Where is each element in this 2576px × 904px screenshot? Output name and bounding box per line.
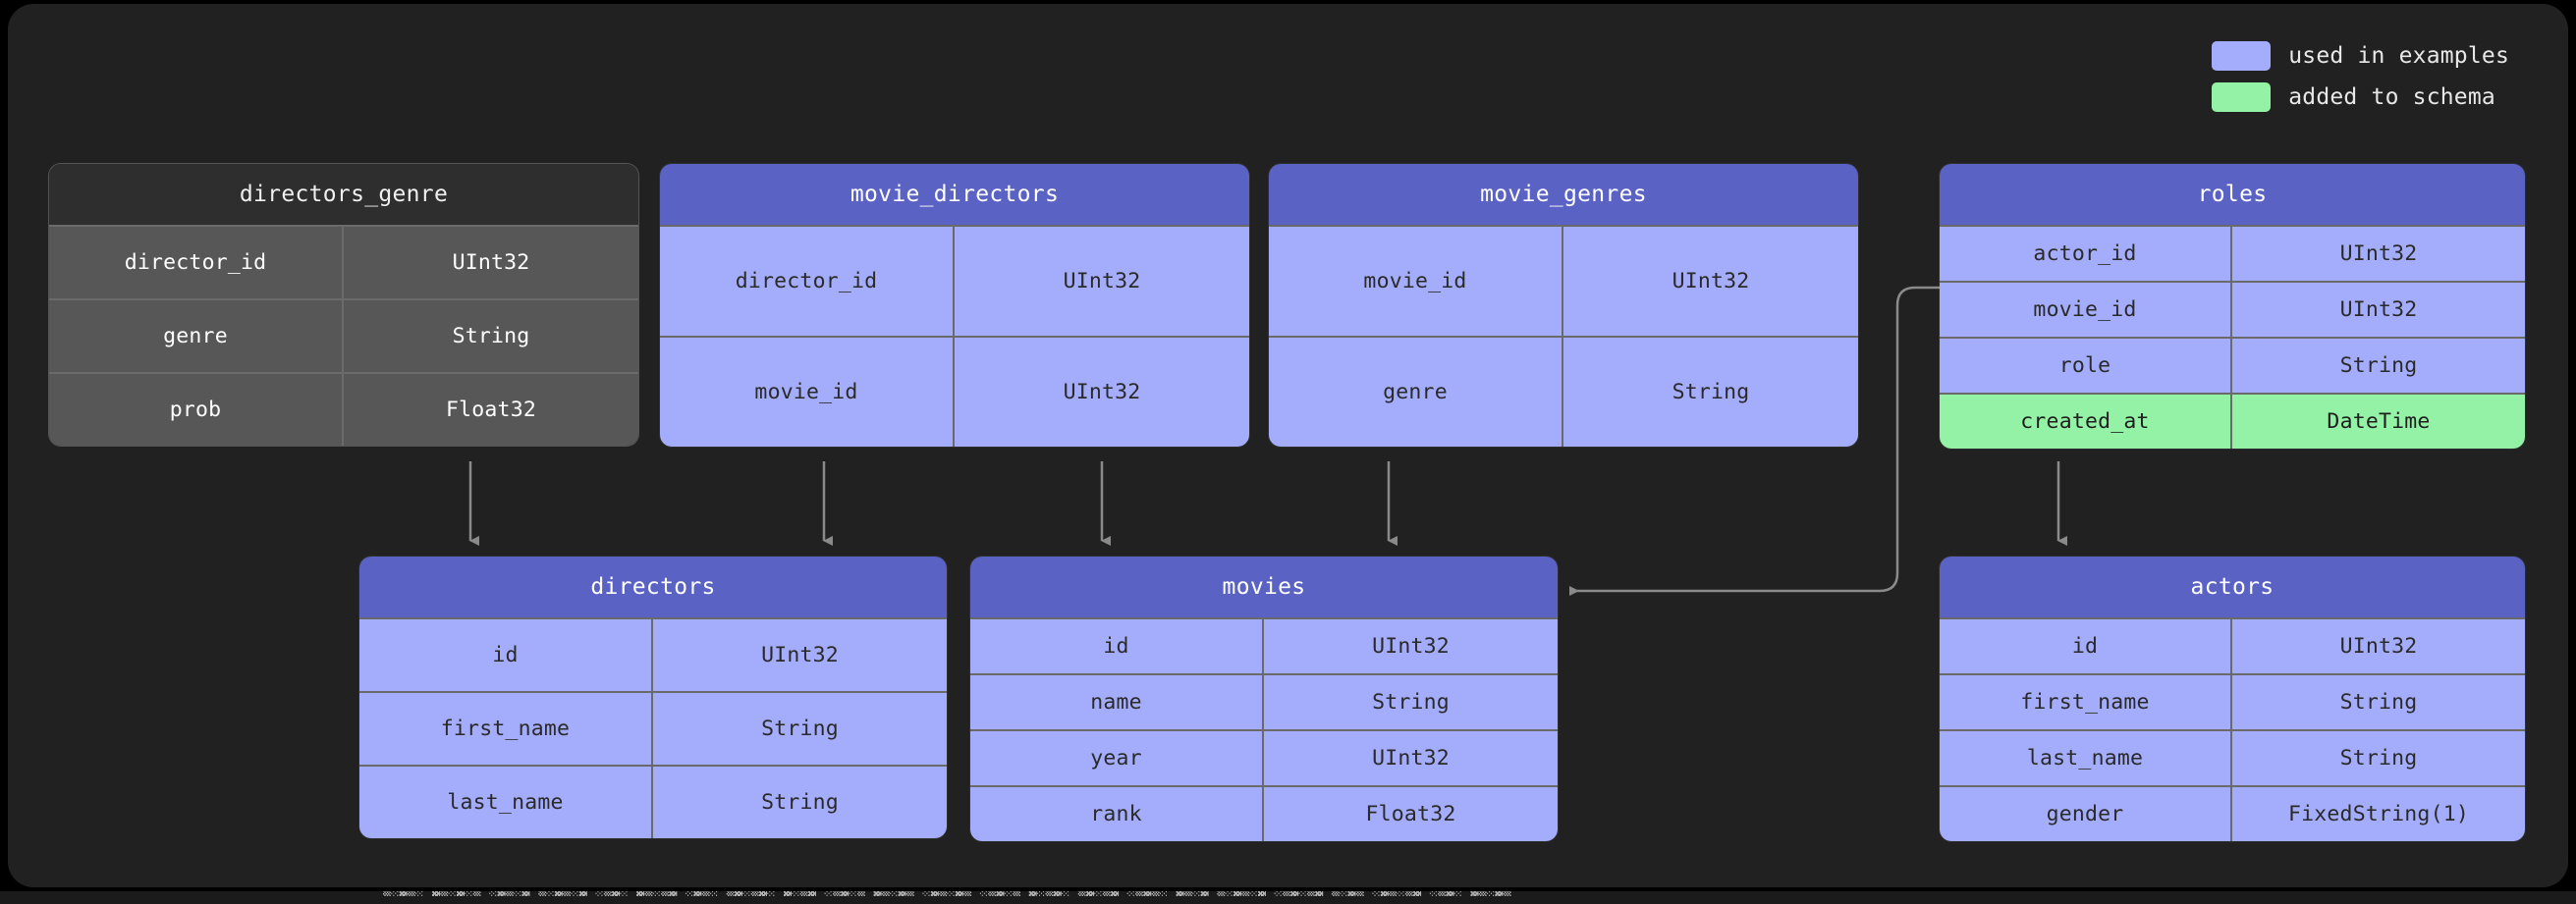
table-row[interactable]: id UInt32: [359, 617, 947, 691]
table-row[interactable]: movie_id UInt32: [660, 336, 1249, 447]
table-row[interactable]: name String: [970, 673, 1558, 729]
table-row[interactable]: genre String: [1269, 336, 1858, 447]
table-title-movies: movies: [970, 557, 1558, 617]
table-directors_genre[interactable]: directors_genre director_id UInt32 genre…: [49, 164, 638, 446]
column-type: UInt32: [761, 643, 839, 667]
table-row[interactable]: genre String: [49, 298, 638, 372]
column-type: String: [761, 717, 839, 741]
table-row[interactable]: movie_id UInt32: [1269, 225, 1858, 336]
legend-swatch-green: [2212, 82, 2272, 112]
diagram-panel: used in examples added to schema directo…: [8, 4, 2568, 887]
table-row[interactable]: last_name String: [1940, 729, 2525, 785]
table-row[interactable]: id UInt32: [970, 617, 1558, 673]
table-directors[interactable]: directors id UInt32 first_name String la…: [359, 557, 947, 838]
table-row[interactable]: role String: [1940, 337, 2525, 393]
table-title-actors: actors: [1940, 557, 2525, 617]
table-row[interactable]: director_id UInt32: [660, 225, 1249, 336]
column-name: movie_id: [660, 338, 955, 447]
column-type: String: [2339, 690, 2418, 715]
column-type: String: [2339, 746, 2418, 771]
column-name: director_id: [49, 227, 344, 298]
table-row[interactable]: first_name String: [359, 691, 947, 765]
table-row[interactable]: first_name String: [1940, 673, 2525, 729]
table-actors[interactable]: actors id UInt32 first_name String last_…: [1940, 557, 2525, 841]
legend-row-used-in-examples: used in examples: [2212, 41, 2509, 71]
column-type: UInt32: [1672, 269, 1750, 293]
column-name: rank: [970, 787, 1264, 841]
legend-swatch-blue: [2212, 41, 2272, 71]
column-name: movie_id: [1940, 283, 2232, 337]
column-type: DateTime: [2327, 409, 2431, 434]
column-name: prob: [49, 374, 344, 446]
column-name: id: [359, 619, 653, 691]
column-type: FixedString(1): [2287, 802, 2470, 826]
column-name: movie_id: [1269, 227, 1563, 336]
legend: used in examples added to schema: [2212, 41, 2509, 112]
column-type: UInt32: [1063, 380, 1141, 404]
column-name: first_name: [1940, 675, 2232, 729]
table-row[interactable]: director_id UInt32: [49, 225, 638, 298]
table-title-movie_directors: movie_directors: [660, 164, 1249, 225]
column-name: first_name: [359, 693, 653, 765]
column-type: UInt32: [1372, 746, 1450, 771]
column-type: String: [761, 790, 839, 815]
table-row[interactable]: year UInt32: [970, 729, 1558, 785]
column-name: name: [970, 675, 1264, 729]
table-row[interactable]: id UInt32: [1940, 617, 2525, 673]
table-title-roles: roles: [1940, 164, 2525, 225]
table-row-added[interactable]: created_at DateTime: [1940, 393, 2525, 449]
column-type: UInt32: [452, 250, 530, 275]
column-name: created_at: [1940, 395, 2232, 449]
table-row[interactable]: actor_id UInt32: [1940, 225, 2525, 281]
column-type: UInt32: [1372, 634, 1450, 659]
column-type: Float32: [445, 398, 536, 422]
legend-label-added-to-schema: added to schema: [2288, 84, 2495, 110]
column-name: genre: [49, 300, 344, 372]
clipped-text-strip: ▒░▓▒░ ▓▒░▓░▒ ░▓▒░▓ ▒░▓▒░▓ ░▒▓░ ▓▒░▒▓ ░▓▒…: [0, 891, 2576, 904]
legend-label-used-in-examples: used in examples: [2288, 43, 2509, 69]
table-title-movie_genres: movie_genres: [1269, 164, 1858, 225]
table-roles[interactable]: roles actor_id UInt32 movie_id UInt32 ro…: [1940, 164, 2525, 449]
column-type: String: [452, 324, 530, 348]
column-type: String: [1672, 380, 1750, 404]
column-name: last_name: [1940, 731, 2232, 785]
column-type: String: [1372, 690, 1450, 715]
column-type: Float32: [1365, 802, 1456, 826]
table-movie_genres[interactable]: movie_genres movie_id UInt32 genre Strin…: [1269, 164, 1858, 447]
table-row[interactable]: movie_id UInt32: [1940, 281, 2525, 337]
table-row[interactable]: gender FixedString(1): [1940, 785, 2525, 841]
column-name: year: [970, 731, 1264, 785]
table-row[interactable]: prob Float32: [49, 372, 638, 446]
column-name: id: [1940, 619, 2232, 673]
column-type: UInt32: [2339, 634, 2418, 659]
table-movie_directors[interactable]: movie_directors director_id UInt32 movie…: [660, 164, 1249, 447]
column-type: UInt32: [2339, 297, 2418, 322]
table-row[interactable]: rank Float32: [970, 785, 1558, 841]
column-type: UInt32: [2339, 241, 2418, 266]
column-name: actor_id: [1940, 227, 2232, 281]
column-name: gender: [1940, 787, 2232, 841]
legend-row-added-to-schema: added to schema: [2212, 82, 2495, 112]
column-name: last_name: [359, 767, 653, 838]
table-title-directors_genre: directors_genre: [49, 164, 638, 225]
clipped-text: ▒░▓▒░ ▓▒░▓░▒ ░▓▒░▓ ▒░▓▒░▓ ░▒▓░ ▓▒░▒▓ ░▓▒…: [383, 891, 1511, 897]
table-title-directors: directors: [359, 557, 947, 617]
column-type: UInt32: [1063, 269, 1141, 293]
table-row[interactable]: last_name String: [359, 765, 947, 838]
table-movies[interactable]: movies id UInt32 name String year UInt32…: [970, 557, 1558, 841]
column-name: id: [970, 619, 1264, 673]
column-name: role: [1940, 339, 2232, 393]
column-type: String: [2339, 353, 2418, 378]
column-name: director_id: [660, 227, 955, 336]
column-name: genre: [1269, 338, 1563, 447]
